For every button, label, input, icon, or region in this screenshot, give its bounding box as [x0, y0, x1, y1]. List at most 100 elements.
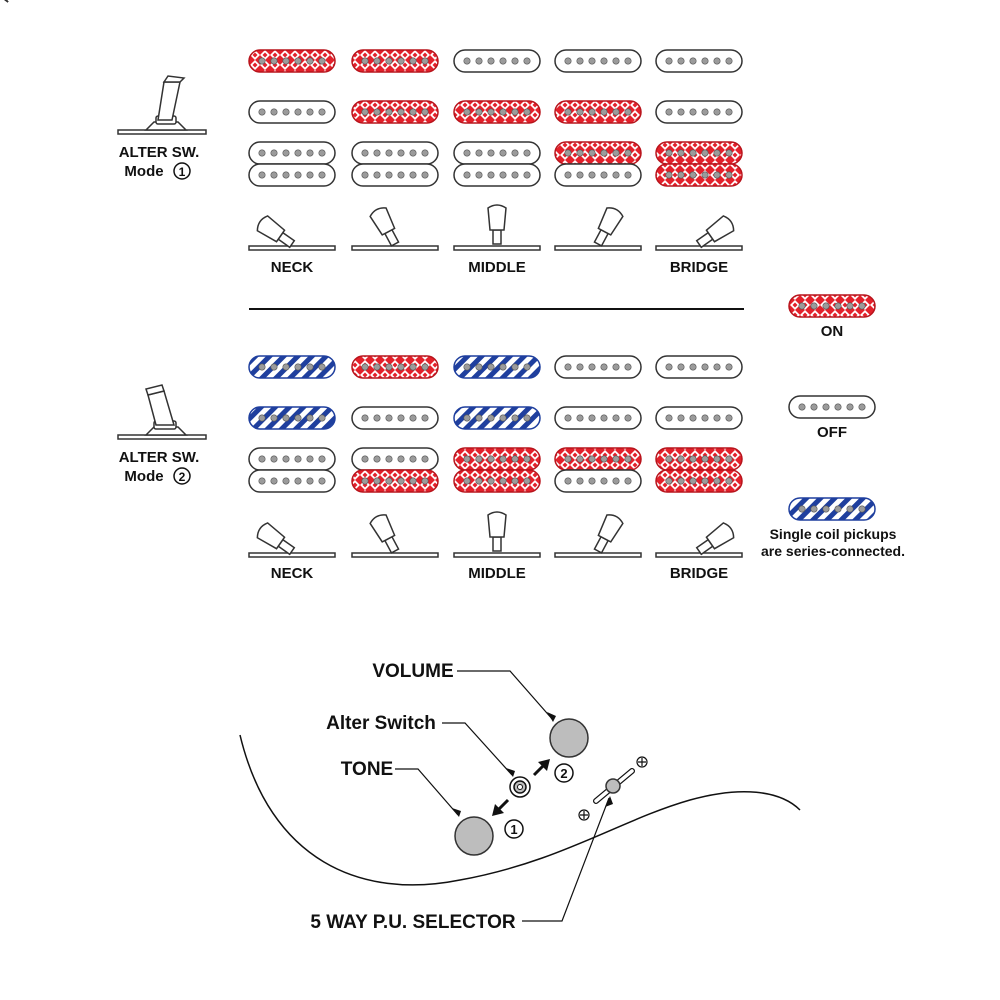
- mode2-section: ALTER SW. Mode 2 NECK MIDDLE BRIDGE: [4, 0, 743, 582]
- mode2-middle-label: MIDDLE: [468, 565, 526, 582]
- mode1-pos1-bridge-coil-bottom: [248, 163, 336, 187]
- mode1-selector-row: [4, 0, 743, 251]
- legend-series-line2: are series-connected.: [761, 543, 905, 559]
- mode2-mode-label: Mode: [124, 468, 163, 485]
- legend: ON OFF Single coil pickups are series-co…: [761, 294, 905, 559]
- volume-knob[interactable]: [549, 718, 589, 758]
- mode1-pos2-bridge-coil-top: [351, 141, 439, 165]
- mode1-pos4-middle-pickup: [554, 100, 642, 124]
- tone-leader-line: [395, 768, 459, 816]
- mode1-pos4-bridge-coil-top: [554, 141, 642, 165]
- five-way-selector[interactable]: [578, 756, 648, 821]
- mode1-pos2-neck-pickup: [351, 49, 439, 73]
- mode1-bridge-label: BRIDGE: [670, 259, 728, 276]
- tone-arrowhead-icon: [452, 808, 461, 817]
- mode1-pos3-neck-pickup: [453, 49, 541, 73]
- mode2-pos3-selector-icon: [4, 0, 541, 558]
- mode1-pos1-middle-pickup: [248, 100, 336, 124]
- mode1-pos3-selector-icon: [4, 0, 541, 251]
- alter-switch-knob[interactable]: [509, 776, 531, 798]
- mode2-pos1-bridge-coil-top: [248, 447, 336, 471]
- mode2-pickup-grid: [248, 355, 743, 493]
- selector-leader-line: [522, 797, 610, 922]
- legend-series-swatch: [788, 497, 876, 521]
- mode1-pos2-selector-icon: [4, 0, 439, 251]
- legend-on-pickup: [788, 294, 876, 318]
- mode2-pos3-bridge-coil-top: [453, 447, 541, 471]
- guitar-body-outline: [239, 734, 801, 886]
- mode2-alter-label: ALTER SW.: [119, 449, 200, 466]
- mode2-pos4-middle-pickup: [554, 406, 642, 430]
- position2-arrowhead-icon: [538, 759, 550, 771]
- mode1-pos5-middle-pickup: [655, 100, 743, 124]
- volume-arrowhead-icon: [547, 712, 556, 722]
- mode1-pos3-bridge-coil-bottom: [453, 163, 541, 187]
- mode2-pos4-bridge-coil-bottom: [554, 469, 642, 493]
- mode2-pos2-bridge-coil-top: [351, 447, 439, 471]
- mode2-pos2-middle-pickup: [351, 406, 439, 430]
- volume-leader-line: [457, 670, 554, 721]
- position1-arrowhead-icon: [492, 804, 504, 816]
- mode1-pos2-middle-pickup: [351, 100, 439, 124]
- legend-on-swatch: [788, 294, 876, 318]
- position2-number: 2: [560, 766, 567, 781]
- mode2-pos5-selector-icon: [4, 0, 743, 558]
- mode1-pos4-bridge-coil-bottom: [554, 163, 642, 187]
- mode1-pos3-middle-pickup: [453, 100, 541, 124]
- mode1-number: 1: [179, 165, 186, 179]
- legend-series-line1: Single coil pickups: [770, 526, 897, 542]
- volume-label: VOLUME: [372, 661, 453, 682]
- screw-bottom-icon: [578, 809, 590, 821]
- mode1-pickup-grid: [248, 49, 743, 187]
- mode1-pos4-neck-pickup: [554, 49, 642, 73]
- mode1-pos5-bridge-coil-top: [655, 141, 743, 165]
- mode2-pos4-neck-pickup: [554, 355, 642, 379]
- legend-off-pickup: [788, 395, 876, 419]
- screw-top-icon: [636, 756, 648, 768]
- legend-off-swatch: [788, 395, 876, 419]
- mode2-pos5-bridge-coil-top: [655, 447, 743, 471]
- mode2-pos2-bridge-coil-bottom: [351, 469, 439, 493]
- legend-on-label: ON: [821, 323, 844, 340]
- tone-label: TONE: [341, 759, 393, 780]
- mode1-pos5-bridge-coil-bottom: [655, 163, 743, 187]
- mode1-pos1-bridge-coil-top: [248, 141, 336, 165]
- controls-layout: VOLUME Alter Switch 2 1 TONE: [239, 661, 801, 933]
- mode1-mode-label: Mode: [124, 163, 163, 180]
- selector-label: 5 WAY P.U. SELECTOR: [310, 912, 515, 933]
- mode2-pos4-bridge-coil-top: [554, 447, 642, 471]
- mode1-pos2-bridge-coil-bottom: [351, 163, 439, 187]
- mode2-pos5-bridge-coil-bottom: [655, 469, 743, 493]
- mode2-pos1-selector-icon: [4, 0, 336, 558]
- mode1-pos3-bridge-coil-top: [453, 141, 541, 165]
- mode1-section: ALTER SW. Mode 1 NECK MIDDLE BRIDGE: [4, 0, 743, 276]
- alter-switch-leader-line: [442, 722, 513, 776]
- position1-number: 1: [510, 822, 517, 837]
- mode1-alter-label: ALTER SW.: [119, 144, 200, 161]
- mode2-pos1-bridge-coil-bottom: [248, 469, 336, 493]
- mode2-bridge-label: BRIDGE: [670, 565, 728, 582]
- legend-off-label: OFF: [817, 424, 847, 441]
- selector-arrowhead-icon: [605, 796, 613, 807]
- mode1-pos1-neck-pickup: [248, 49, 336, 73]
- tone-knob[interactable]: [454, 816, 494, 856]
- mode1-pos5-neck-pickup: [655, 49, 743, 73]
- position1-badge: 1: [504, 819, 524, 839]
- alter-switch-mode1-icon: [117, 75, 207, 135]
- mode1-number-badge: 1: [173, 162, 191, 180]
- mode2-pos5-middle-pickup: [655, 406, 743, 430]
- position2-badge: 2: [554, 763, 574, 783]
- mode1-middle-label: MIDDLE: [468, 259, 526, 276]
- mode2-pos2-selector-icon: [4, 0, 439, 558]
- mode1-pos4-selector-icon: [4, 0, 642, 251]
- mode2-number-badge: 2: [173, 467, 191, 485]
- mode2-pos2-neck-pickup: [351, 355, 439, 379]
- mode2-neck-label: NECK: [271, 565, 314, 582]
- mode2-selector-row: [4, 0, 743, 558]
- mode1-pos1-selector-icon: [4, 0, 336, 251]
- mode2-pos1-middle-pickup: [248, 406, 336, 430]
- mode2-pos3-bridge-coil-bottom: [453, 469, 541, 493]
- mode1-neck-label: NECK: [271, 259, 314, 276]
- alter-switch-label: Alter Switch: [326, 713, 436, 734]
